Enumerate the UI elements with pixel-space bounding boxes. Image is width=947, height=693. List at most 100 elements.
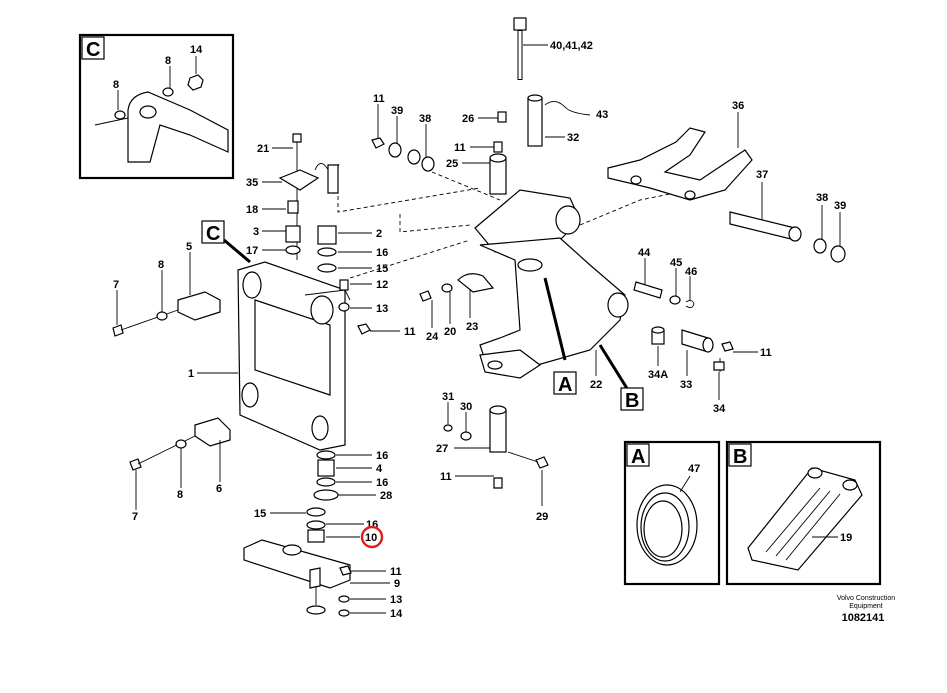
- callout-label: 45: [670, 257, 682, 269]
- callout-label: 40,41,42: [550, 40, 593, 52]
- bolt-icon: [713, 361, 725, 371]
- seal-icon: [830, 245, 846, 263]
- callout-label: 11: [404, 326, 416, 338]
- washer-icon: [317, 263, 337, 273]
- detail-c-inset: C 8 8 14: [78, 33, 235, 180]
- detail-c-pointer-letter: C: [206, 223, 220, 245]
- callout-label: 23: [466, 321, 478, 333]
- pin-37-end: [788, 226, 802, 242]
- callout-label: 10: [365, 532, 377, 544]
- callout-label: 18: [246, 204, 258, 216]
- callout-label: 37: [756, 169, 768, 181]
- plate-hole: [842, 479, 858, 491]
- callout-label: 7: [113, 279, 119, 291]
- callout-label: 38: [816, 192, 828, 204]
- detail-c-hole: [139, 105, 157, 119]
- detail-a-frame: [623, 440, 721, 586]
- washer-icon: [306, 605, 326, 615]
- callout-label: 22: [590, 379, 602, 391]
- seal-icon: [316, 477, 336, 487]
- lower-arm-hole: [487, 360, 503, 370]
- highlight-circle: [360, 525, 384, 549]
- seal-icon: [306, 520, 326, 530]
- callout-label: 47: [688, 463, 700, 475]
- upper-center-parts: 11 39 38 26 11 25 40,41,42 32 43: [371, 17, 608, 201]
- callout-label: 44: [638, 247, 651, 259]
- detail-c-pointer-box: [201, 220, 225, 244]
- callout-label: 11: [373, 93, 385, 105]
- nut-icon: [338, 609, 350, 617]
- bolt-icon: [357, 323, 371, 335]
- callout-label: 34: [713, 403, 726, 415]
- callout-label: 19: [840, 532, 852, 544]
- pin-33-end: [702, 337, 714, 353]
- callout-label: 34A: [648, 369, 668, 381]
- seal-icon: [421, 156, 435, 172]
- pin-44: [633, 281, 663, 299]
- washer-icon: [114, 110, 126, 120]
- credit-line1: Volvo Construction: [837, 595, 895, 602]
- frame-bore-bottom: [311, 415, 329, 441]
- arm-bore: [555, 205, 581, 235]
- detail-a-letter: A: [631, 446, 645, 468]
- callout-label: 16: [376, 247, 388, 259]
- callout-label: 11: [390, 566, 402, 578]
- callout-label: 32: [567, 132, 579, 144]
- callout-label: 26: [462, 113, 474, 125]
- washer-icon: [285, 245, 301, 255]
- callout-label: 12: [376, 279, 388, 291]
- link-lug: [309, 567, 321, 589]
- bolt-icon: [129, 458, 142, 471]
- callout-label: 9: [394, 578, 400, 590]
- seal-ring-bore: [643, 500, 683, 558]
- detail-a-inset: A 47: [623, 440, 721, 586]
- bolt-icon: [112, 324, 124, 337]
- bracket-hole: [630, 175, 642, 185]
- callout-label: 43: [596, 109, 608, 121]
- bushing-icon: [307, 529, 325, 543]
- link-hole: [282, 544, 302, 556]
- upper-pin-stack: 21 35 18 3 17: [246, 133, 340, 260]
- seal-icon: [317, 247, 337, 257]
- lower-bushing-stack: 16 4 16 28 15 16 10: [254, 450, 392, 549]
- washer-icon: [669, 295, 681, 305]
- frame-bore-upper: [242, 271, 262, 299]
- washer-icon: [441, 283, 453, 293]
- callout-label: 25: [446, 158, 458, 170]
- washer-icon: [175, 439, 187, 449]
- callout-label: 5: [186, 241, 192, 253]
- callout-label: 30: [460, 401, 472, 413]
- frame-window: [254, 299, 331, 396]
- detail-a-pointer-letter: A: [558, 374, 572, 396]
- bolt-icon: [371, 137, 385, 149]
- frame-bore-lower: [241, 382, 259, 408]
- detail-b-inset: B 19: [725, 440, 882, 586]
- long-bolt-icon: [513, 17, 527, 31]
- detail-a-letter-box: [626, 443, 650, 467]
- callout-label: 2: [376, 228, 382, 240]
- callout-label: 8: [165, 55, 171, 67]
- detail-b-pointer-letter: B: [625, 390, 639, 412]
- bolt-icon: [535, 456, 549, 469]
- callout-label: 27: [436, 443, 448, 455]
- callout-label: 1: [188, 368, 194, 380]
- callout-label: 35: [246, 177, 258, 189]
- callout-label: 11: [440, 471, 452, 483]
- callout-label: 14: [390, 608, 403, 620]
- upper-right-parts: 36 37 38 39: [607, 100, 846, 263]
- bushing-icon: [317, 459, 335, 477]
- callout-label: 14: [190, 44, 203, 56]
- bolt-icon: [497, 111, 507, 123]
- pin-32: [527, 97, 543, 147]
- detail-c-letter: C: [86, 39, 100, 61]
- lower-center-parts: 31 30 27 11 29: [436, 391, 549, 523]
- callout-label: 28: [380, 490, 392, 502]
- callout-label: 11: [760, 347, 772, 359]
- pin-27-top: [489, 405, 507, 415]
- pin-25: [489, 157, 507, 195]
- bracket-hole: [684, 190, 696, 200]
- callout-label: 6: [216, 483, 222, 495]
- callout-label: 15: [376, 263, 388, 275]
- credit-block: Volvo Construction Equipment 1082141: [837, 595, 895, 624]
